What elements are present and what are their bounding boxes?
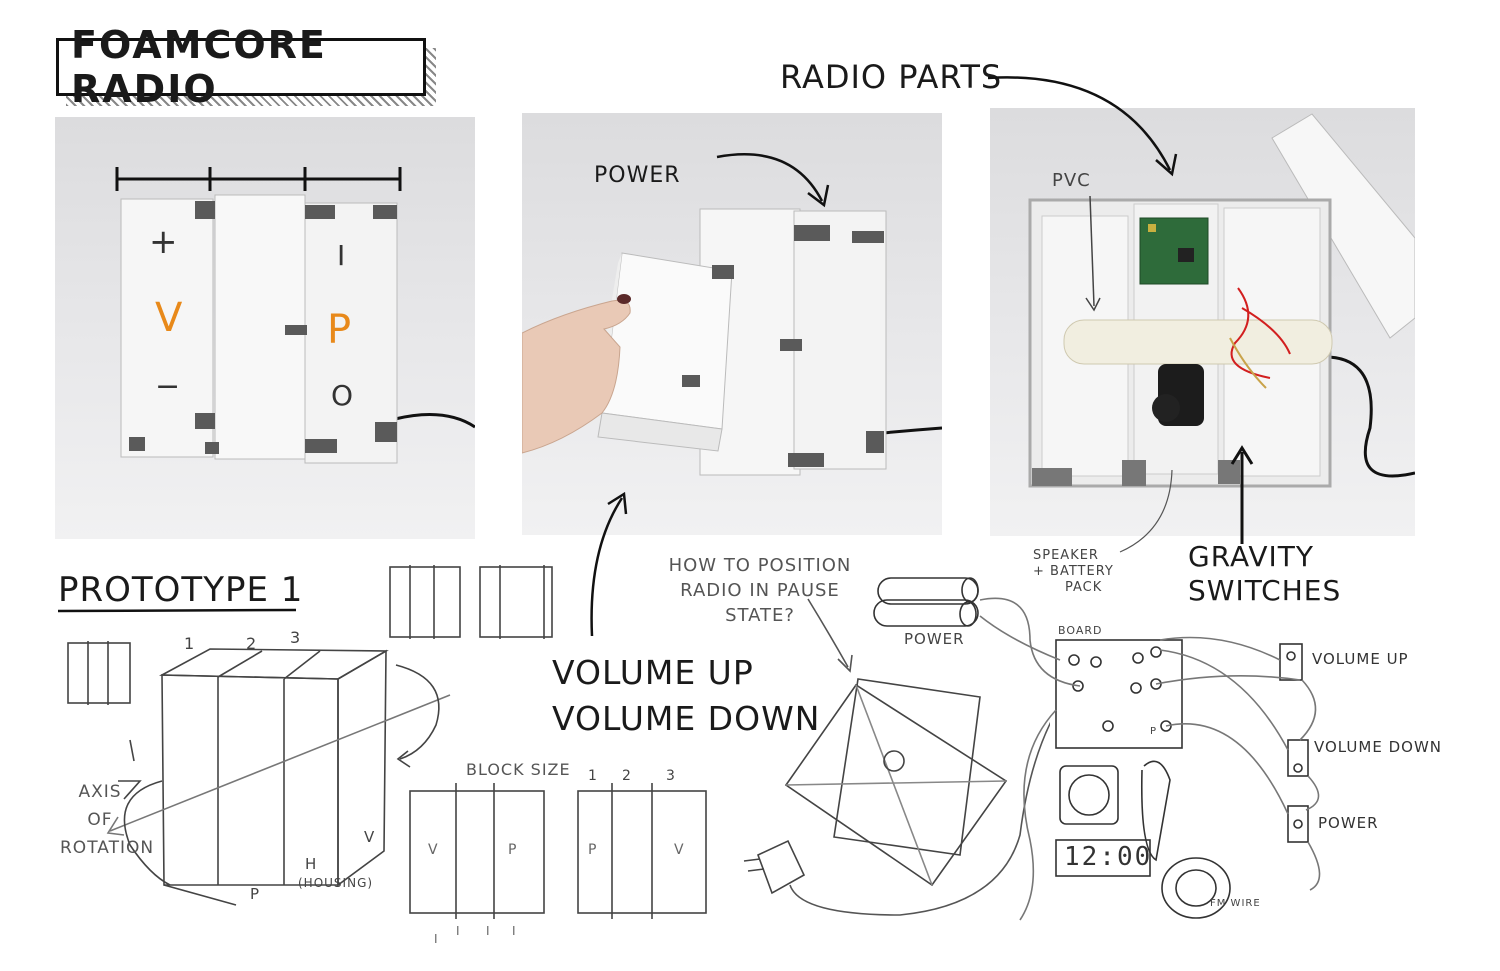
fm-wire-label: FM WIRE [1210, 898, 1261, 909]
block-size-label: BLOCK SIZE [466, 760, 571, 779]
volume-up-switch-label: VOLUME UP [1312, 650, 1409, 668]
how-line-1: HOW TO POSITION [668, 555, 852, 576]
speaker-line: SPEAKER [1033, 548, 1099, 563]
photo-radio-internals-illustration [1028, 113, 1415, 488]
axis-line-1: AXIS [78, 782, 122, 802]
board-label: BOARD [1058, 624, 1103, 637]
photo-hand-rotating-illustration [522, 153, 942, 476]
photo-radio-internals: PVC [990, 108, 1415, 536]
power-label: POWER [594, 163, 681, 188]
cube-label-v: V [364, 828, 376, 846]
wiring-power-label: POWER [904, 630, 965, 648]
panel-label-v: V [155, 295, 183, 341]
bottom-tick-2: I [456, 924, 461, 938]
pack-line: PACK [1065, 580, 1103, 595]
axis-of-rotation-label: AXIS OF ROTATION [60, 778, 155, 862]
how-to-position-note: HOW TO POSITION RADIO IN PAUSE STATE? [660, 553, 860, 628]
prototype-sketches [67, 565, 1050, 919]
panel-label-minus: − [155, 369, 181, 404]
gravity-line: GRAVITY [1188, 540, 1314, 573]
volume-up-down-label: VOLUME UP VOLUME DOWN [552, 650, 820, 742]
gravity-switches-label: GRAVITY SWITCHES [1188, 540, 1341, 608]
radio-parts-label: RADIO PARTS [780, 58, 1003, 96]
how-line-3: STATE? [725, 605, 795, 626]
block-b-letter-p: P [588, 842, 598, 858]
cube-label-housing: (HOUSING) [298, 876, 374, 890]
cube-label-h: H [305, 855, 318, 873]
volume-up-line: VOLUME UP [552, 653, 754, 692]
block-number-2: 2 [622, 768, 632, 784]
axis-line-3: ROTATION [60, 838, 155, 858]
axis-line-2: OF [87, 810, 113, 830]
radio-parts-arrow [987, 76, 1178, 177]
prototype-label: PROTOTYPE 1 [58, 570, 304, 610]
block-b-letter-v: V [674, 842, 685, 858]
panel-label-o: O [331, 379, 354, 412]
bottom-tick-3: I [486, 924, 491, 938]
panel-label-i: I [337, 239, 346, 272]
switches-line: SWITCHES [1188, 574, 1342, 607]
volume-down-line: VOLUME DOWN [552, 699, 821, 738]
wiring-diagram [873, 577, 1321, 921]
photo-hand-rotating: POWER [522, 113, 942, 535]
prototype-underline [57, 608, 297, 613]
clock-display: 12:00 [1064, 842, 1153, 872]
cube-number-1: 1 [184, 634, 196, 653]
block-number-1: 1 [588, 768, 598, 784]
board-p-label: P [1150, 726, 1158, 737]
volume-down-switch-label: VOLUME DOWN [1314, 738, 1442, 756]
volume-arrow [590, 491, 628, 637]
how-line-2: RADIO IN PAUSE [680, 580, 840, 601]
gravity-switch-arrow [1230, 445, 1254, 544]
pvc-label: PVC [1052, 170, 1091, 191]
cube-number-3: 3 [290, 628, 302, 647]
cube-number-2: 2 [246, 634, 258, 653]
bottom-tick-1: I [434, 932, 439, 946]
photo-front-view: + V − I P O [55, 117, 475, 539]
block-a-letter-v: V [428, 842, 439, 858]
speaker-battery-leader [1119, 470, 1173, 553]
bottom-tick-4: I [512, 924, 517, 938]
page-title: FOAMCORE RADIO [56, 23, 426, 111]
photo-front-view-illustration [115, 167, 475, 464]
battery-line: + BATTERY [1033, 564, 1114, 579]
power-switch-label: POWER [1318, 814, 1379, 832]
panel-label-plus: + [149, 222, 178, 262]
cube-label-p: P [250, 885, 261, 903]
block-a-letter-p: P [508, 842, 518, 858]
block-number-3: 3 [666, 768, 676, 784]
panel-label-p: P [327, 307, 352, 353]
speaker-battery-label: SPEAKER + BATTERY PACK [1033, 548, 1114, 596]
